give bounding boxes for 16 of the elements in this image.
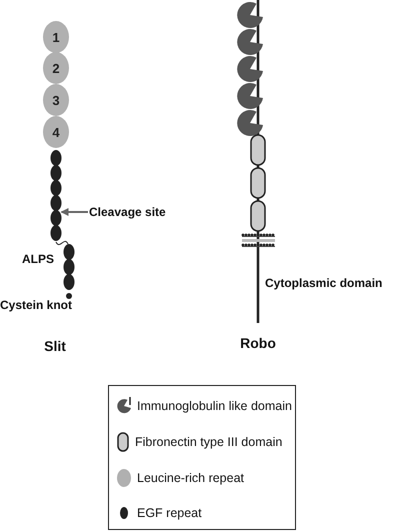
legend-text: Fibronectin type III domain xyxy=(135,435,282,449)
domain-label: Cystein knot xyxy=(0,298,72,312)
annotation-label: Cleavage site xyxy=(89,205,166,219)
leucine-rich-repeat: 1 xyxy=(43,21,69,53)
legend-text: Immunoglobulin like domain xyxy=(137,399,292,413)
legend-text: EGF repeat xyxy=(137,506,202,520)
protein-name: Robo xyxy=(240,335,276,351)
leader-arrow xyxy=(60,208,88,216)
domain-label: Cytoplasmic domain xyxy=(265,276,382,290)
leucine-rich-repeat: 3 xyxy=(43,84,69,116)
domain-label: ALPS xyxy=(22,252,54,266)
protein-name: Slit xyxy=(44,338,66,354)
leucine-rich-repeat: 2 xyxy=(43,52,69,84)
legend-text: Leucine-rich repeat xyxy=(137,471,244,485)
egf-repeat xyxy=(50,210,62,226)
leucine-rich-repeat: 4 xyxy=(43,116,69,148)
